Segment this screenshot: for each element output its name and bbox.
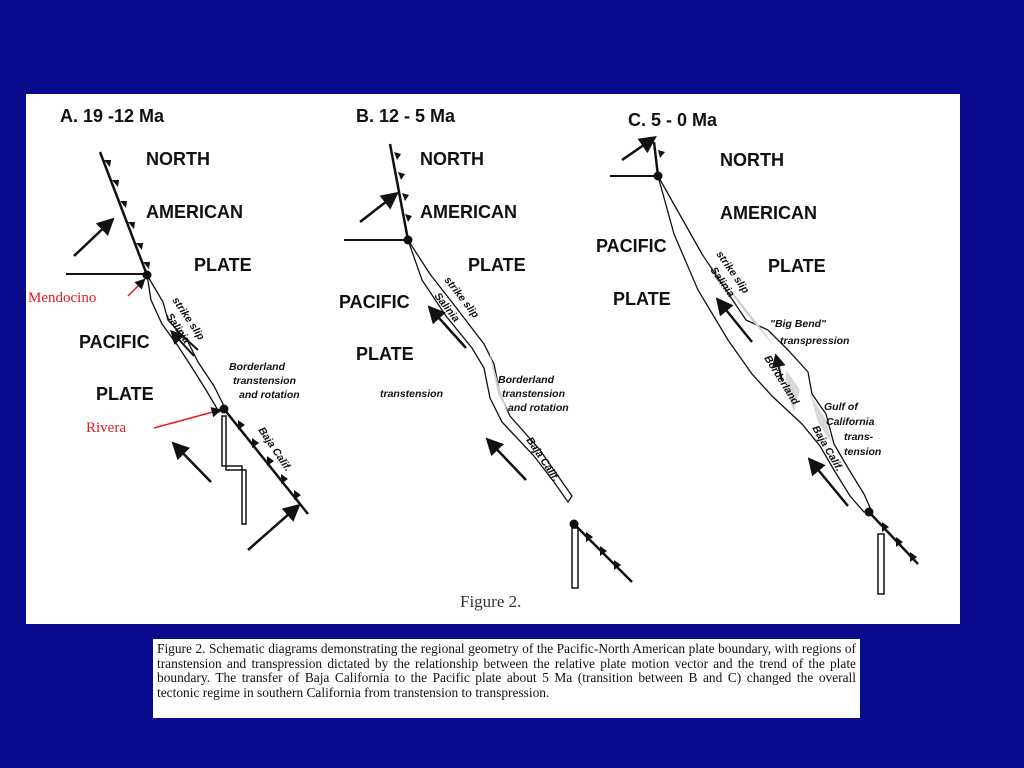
panel-c-southern-trench [868, 511, 919, 565]
panel-c-big-bend-label-1: "Big Bend" [770, 318, 827, 330]
panel-b-na-line2: AMERICAN [420, 202, 517, 222]
panel-c-na-line2: AMERICAN [720, 203, 817, 223]
panel-b-east-pacific-rise [571, 527, 579, 589]
panel-b-borderland-label-1: Borderland [498, 374, 555, 386]
figure-label: Figure 2. [460, 592, 521, 611]
panel-c-borderland-label: Borderland [761, 353, 801, 407]
panel-b-motion-arrow-south [485, 437, 527, 481]
panel-c-na-line1: NORTH [720, 150, 784, 170]
panel-a-pac-line2: PLATE [96, 384, 154, 404]
panel-a-motion-arrow-pacific [171, 441, 212, 483]
panel-a-title: A. 19 -12 Ma [60, 106, 165, 126]
tectonic-diagram: A. 19 -12 Ma NORTH AMERICAN PLATE PACIFI… [60, 106, 919, 611]
panel-a-borderland-label-3: and rotation [239, 389, 300, 401]
panel-c-southern-teeth [882, 522, 917, 562]
figure-panel: A. 19 -12 Ma NORTH AMERICAN PLATE PACIFI… [26, 94, 960, 624]
panel-b-boundary-strip [407, 239, 573, 504]
panel-b-baja-label: Baja Calif. [524, 435, 562, 484]
panel-a-motion-arrow-south [247, 503, 301, 551]
panel-a-subduction-trench [98, 151, 149, 276]
panel-c: C. 5 - 0 Ma NORTH AMERICAN PLATE PACIFIC… [596, 110, 919, 595]
rivera-pointer-arrow [153, 407, 223, 429]
mendocino-pointer-arrow [127, 278, 146, 297]
panel-a-borderland-label-1: Borderland [229, 361, 286, 373]
panel-c-motion-arrow-borderland [771, 353, 786, 381]
panel-a-trench-teeth [104, 160, 150, 269]
panel-c-gulf-label-2: California [826, 416, 875, 428]
panel-a-baja-label: Baja Calif. [256, 425, 294, 474]
panel-a: A. 19 -12 Ma NORTH AMERICAN PLATE PACIFI… [60, 106, 309, 551]
panel-a-na-line1: NORTH [146, 149, 210, 169]
panel-b-motion-arrow-north [359, 191, 399, 223]
panel-a-na-line3: PLATE [194, 255, 252, 275]
panel-c-east-pacific-rise [877, 533, 885, 595]
panel-b-trench-teeth [394, 152, 412, 222]
panel-a-borderland-label-2: transtension [233, 375, 296, 387]
panel-b-southern-teeth [586, 532, 621, 570]
rivera-label: Rivera [86, 420, 126, 436]
panel-c-borderland-zone [786, 370, 800, 412]
panel-b-na-line3: PLATE [468, 255, 526, 275]
panel-b-transtension-label: transtension [380, 388, 443, 400]
panel-c-gulf-label-1: Gulf of [824, 401, 859, 413]
panel-a-motion-arrow-strip [170, 329, 195, 357]
figure-caption: Figure 2. Schematic diagrams demonstrati… [153, 639, 860, 718]
panel-c-motion-arrow-south [807, 457, 849, 507]
panel-b: B. 12 - 5 Ma NORTH AMERICAN PLATE PACIFI… [339, 106, 633, 589]
panel-c-subduction-trench [652, 141, 660, 177]
panel-b-title: B. 12 - 5 Ma [356, 106, 456, 126]
panel-c-big-bend-zone [702, 254, 774, 346]
panel-b-pac-line2: PLATE [356, 344, 414, 364]
panel-c-gulf-label-4: tension [844, 446, 881, 458]
panel-c-motion-arrow-pacific [715, 297, 753, 343]
panel-a-east-pacific-rise [221, 415, 247, 525]
panel-c-na-line3: PLATE [768, 256, 826, 276]
panel-a-na-line2: AMERICAN [146, 202, 243, 222]
mendocino-label: Mendocino [28, 290, 97, 306]
panel-a-pac-line1: PACIFIC [79, 332, 150, 352]
panel-c-gulf-label-3: trans- [844, 431, 874, 443]
panel-b-subduction-trench [388, 143, 410, 241]
panel-a-southern-teeth [238, 420, 301, 500]
panel-c-trench-tooth [658, 150, 665, 158]
panel-a-motion-arrow-north [73, 217, 115, 257]
panel-b-borderland-label-3: and rotation [508, 402, 569, 414]
panel-c-motion-arrow-north [621, 136, 657, 162]
panel-b-borderland-label-2: transtension [502, 388, 565, 400]
panel-c-title: C. 5 - 0 Ma [628, 110, 718, 130]
panel-b-motion-arrow-pacific [427, 305, 467, 349]
panel-b-pac-line1: PACIFIC [339, 292, 410, 312]
panel-b-na-line1: NORTH [420, 149, 484, 169]
panel-c-pac-line1: PACIFIC [596, 236, 667, 256]
panel-c-big-bend-label-2: transpression [780, 335, 849, 347]
panel-c-pac-line2: PLATE [613, 289, 671, 309]
panel-c-gulf-zone [810, 394, 832, 444]
